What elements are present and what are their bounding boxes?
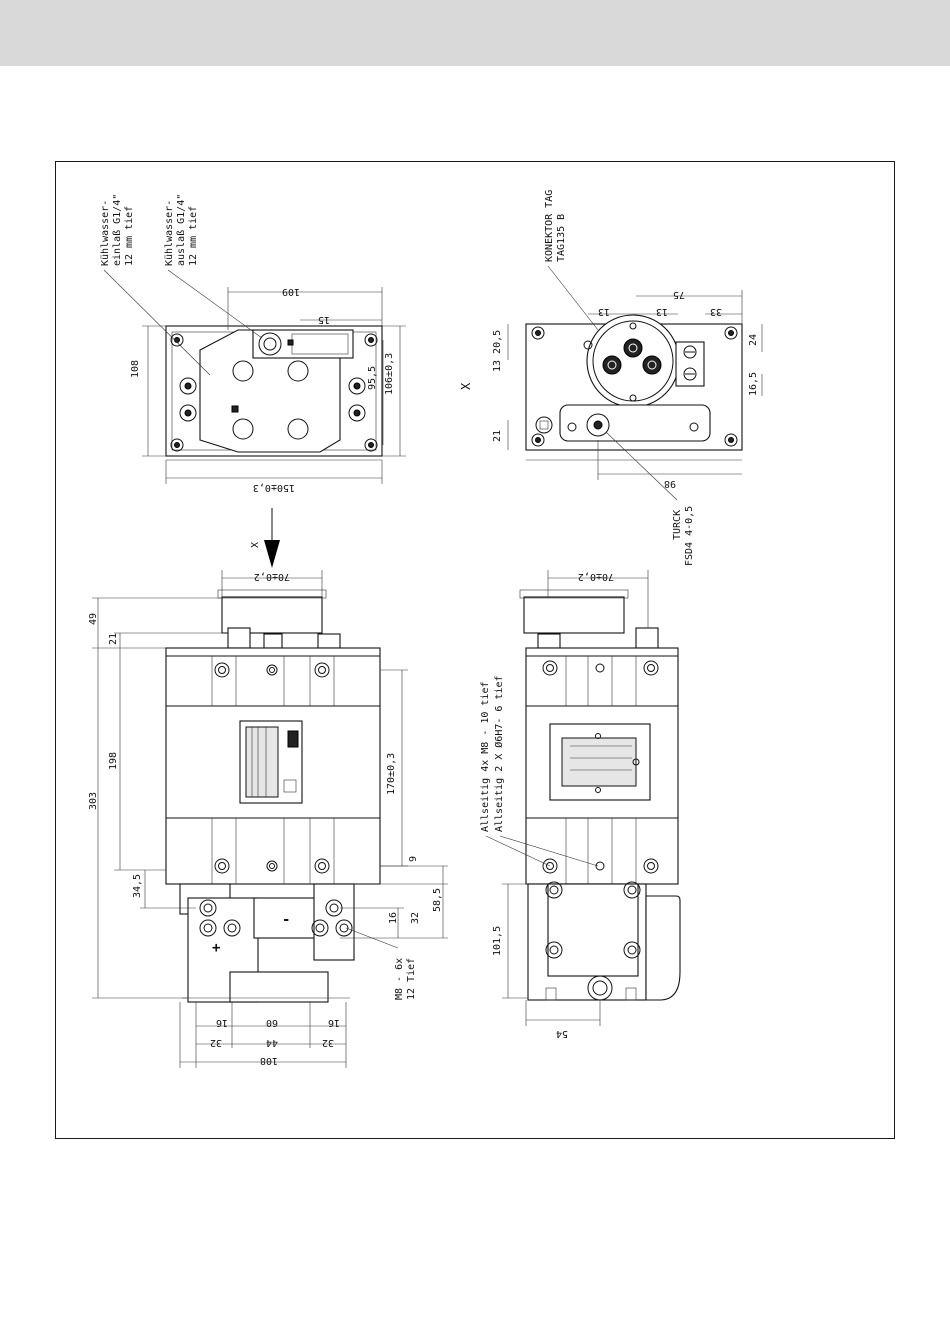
arrow-down-icon <box>264 540 280 568</box>
minus-mark: - <box>282 912 290 928</box>
dim-b32b: 32 <box>322 1037 334 1048</box>
dim-101-5: 101,5 <box>492 926 503 956</box>
view-arrow: X <box>250 508 280 568</box>
dim-170: 170±0,3 <box>386 753 397 795</box>
dim-9: 9 <box>408 856 419 862</box>
cooling-inlet-line1: Kühlwasser- <box>100 200 111 266</box>
dims-top-right: 75 13 13 33 13 20,5 21 24 16,5 98 <box>492 289 763 489</box>
dim-303: 303 <box>88 792 99 810</box>
view-top-right <box>525 314 743 461</box>
m8-label-2: 12 Tief <box>406 958 417 1000</box>
dims-bottom-right: 70±0,2 Allseitig 4x M8 - 10 tief Allseit… <box>480 570 649 1039</box>
dim-24: 24 <box>748 334 759 346</box>
dim-198: 198 <box>108 752 119 770</box>
cooling-inlet-line3: 12 mm tief <box>124 206 135 266</box>
dim-34-5: 34,5 <box>132 874 143 898</box>
view-top-left <box>165 325 383 461</box>
dim-150: 150±0,3 <box>253 482 295 493</box>
turck-label-2: FSD4 4-0,5 <box>684 506 695 566</box>
dim-95-5: 95,5 <box>367 366 378 390</box>
dim-b16b: 16 <box>328 1017 340 1028</box>
dim-32-side: 32 <box>410 912 421 924</box>
dim-106: 106±0,3 <box>384 353 395 395</box>
dims-bottom-left: 70±0,2 49 303 21 198 34,5 170±0,3 9 58,5… <box>88 570 448 1068</box>
dim-16: 16 <box>388 912 399 924</box>
dim-21-right: 21 <box>492 430 503 442</box>
dim-13a: 13 <box>598 306 610 317</box>
header-band <box>0 0 950 66</box>
connector-label-1: KONEKTOR TAG <box>544 190 555 262</box>
connector-labels: KONEKTOR TAG TAG135 B TURCK FSD4 4-0,5 <box>544 190 695 566</box>
dim-33: 33 <box>710 306 722 317</box>
view-x-arrow-label: X <box>250 542 261 548</box>
dim-58-5: 58,5 <box>432 888 443 912</box>
turck-label-1: TURCK <box>672 510 683 540</box>
cooling-outlet-line1: Kühlwasser- <box>164 200 175 266</box>
cooling-inlet-line2: einlaß G1/4" <box>112 194 123 266</box>
cooling-outlet-line3: 12 mm tief <box>188 206 199 266</box>
dim-98: 98 <box>664 478 676 489</box>
dim-b16a: 16 <box>216 1017 228 1028</box>
dim-54: 54 <box>556 1028 568 1039</box>
view-bottom-right <box>519 589 681 1001</box>
thread-label-1: Allseitig 4x M8 - 10 tief <box>480 681 491 832</box>
dim-108-left: 108 <box>130 360 141 378</box>
dim-70-left: 70±0,2 <box>254 571 290 582</box>
plus-mark: + <box>212 940 220 956</box>
drawing-frame <box>55 161 895 1139</box>
dim-b44: 44 <box>266 1037 278 1048</box>
dim-49: 49 <box>88 613 99 625</box>
view-bottom-left: + - <box>165 589 381 1003</box>
dim-b108: 108 <box>260 1055 278 1066</box>
cooling-labels: Kühlwasser- einlaß G1/4" 12 mm tief Kühl… <box>100 194 263 376</box>
view-x-label: X <box>459 382 473 390</box>
connector-label-2: TAG135 B <box>556 214 567 262</box>
thread-label-2: Allseitig 2 X Ø6H7- 6 tief <box>493 675 505 832</box>
dim-16-5: 16,5 <box>748 372 759 396</box>
dim-13b: 13 <box>656 306 668 317</box>
dim-b32a: 32 <box>210 1037 222 1048</box>
dims-top-left: 109 15 108 95,5 106±0,3 150±0,3 X <box>130 286 473 493</box>
dim-b60: 60 <box>266 1017 278 1028</box>
dim-21: 21 <box>108 633 119 645</box>
dim-15: 15 <box>318 314 330 325</box>
dim-13-20-5: 13 20,5 <box>492 330 503 372</box>
m8-label-1: M8 - 6x <box>394 958 405 1000</box>
dim-70-right: 70±0,2 <box>578 571 614 582</box>
dim-109: 109 <box>282 286 300 297</box>
dim-75: 75 <box>673 289 685 300</box>
cooling-outlet-line2: auslaß G1/4" <box>176 194 187 266</box>
